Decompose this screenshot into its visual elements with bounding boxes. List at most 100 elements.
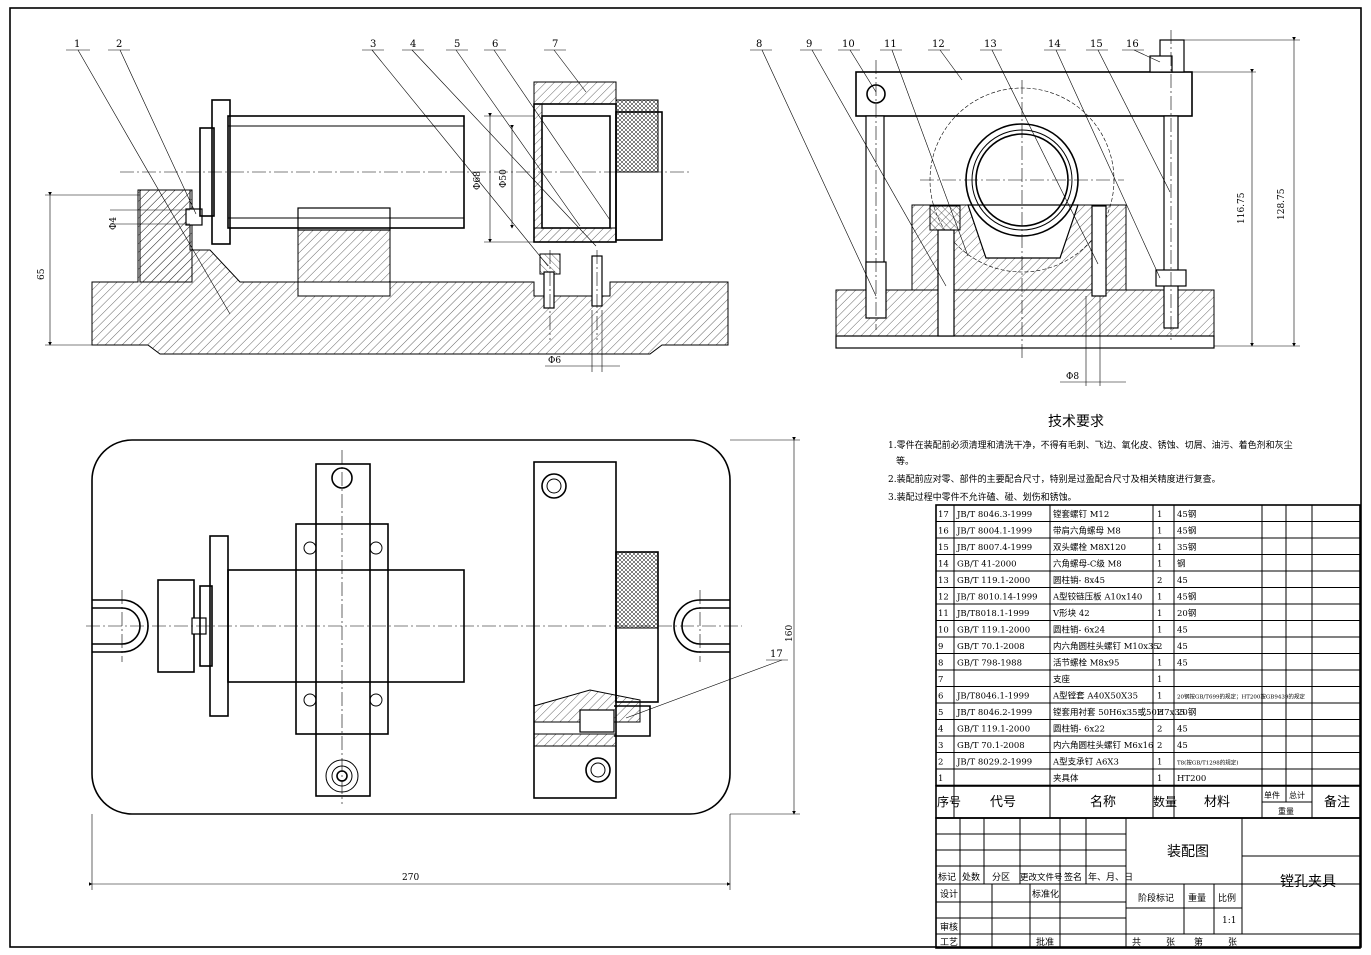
bom-cell-name: 圆柱销- 6x24: [1053, 625, 1105, 636]
tb-scale: 比例: [1218, 892, 1236, 904]
sheet-border: [9, 7, 1362, 948]
bom-cell-material: 45钢: [1177, 592, 1196, 603]
dim-65: 65: [37, 268, 47, 280]
balloon-4: 4: [410, 39, 416, 50]
bom-cell-material: 钢: [1177, 559, 1186, 570]
bom-cell-seq: 4: [938, 725, 943, 735]
balloon-8: 8: [756, 39, 762, 50]
balloon-10: 10: [842, 39, 855, 50]
bom-cell-name: 活节螺栓 M8x95: [1053, 658, 1119, 669]
bom-header-qty: 数量: [1153, 794, 1177, 809]
bom-cell-seq: 13: [938, 576, 949, 586]
balloon-12: 12: [932, 39, 945, 50]
bom-header-remark: 备注: [1324, 794, 1350, 810]
bom-cell-material: HT200: [1177, 774, 1206, 784]
bom-header-name: 名称: [1090, 794, 1116, 810]
bom-cell-name: 夹具体: [1053, 773, 1079, 784]
side-view-balloons: 8 9 10 11 12 13 14 15 16: [750, 39, 1171, 297]
bom-cell-code: GB/T 70.1-2008: [957, 642, 1025, 652]
tb-sheet: 张: [1166, 937, 1175, 948]
bom-cell-name: 六角螺母-C级 M8: [1053, 559, 1122, 570]
bom-cell-name: V形块 42: [1052, 608, 1090, 619]
tb-date: 年、月、日: [1088, 871, 1133, 883]
tb-sign: 签名: [1064, 871, 1082, 883]
bom-cell-name: 带肩六角螺母 M8: [1053, 526, 1121, 537]
balloon-14: 14: [1048, 39, 1061, 50]
balloon-1: 1: [74, 39, 80, 50]
balloon-5: 5: [454, 39, 460, 50]
balloon-16: 16: [1126, 39, 1139, 50]
tb-standard: 标准化: [1032, 888, 1059, 900]
bom-cell-seq: 8: [938, 659, 943, 669]
bom-cell-seq: 12: [938, 593, 949, 603]
bom-cell-code: GB/T 119.1-2000: [957, 626, 1030, 636]
bom-cell-code: JB/T 8046.2-1999: [956, 708, 1032, 718]
bom-cell-qty: 2: [1157, 725, 1162, 735]
bom-cell-qty: 1: [1157, 510, 1162, 520]
bom-cell-code: JB/T8018.1-1999: [956, 609, 1029, 619]
bom-cell-name: 圆柱销- 8x45: [1053, 575, 1105, 586]
bom-cell-material: 35钢: [1177, 542, 1196, 553]
tb-check: 审核: [940, 921, 958, 933]
tb-approve: 批准: [1036, 936, 1054, 948]
balloon-13: 13: [984, 39, 997, 50]
bom-header: 序号 代号 名称 数量 材料 单件 总计 重量 备注: [935, 785, 1361, 819]
bom-cell-material: 45: [1177, 725, 1188, 735]
title-block: 装配图 镗孔夹具 标记 处数 分区 更改文件号 签名 年、月、日 设计 标准化 …: [935, 817, 1361, 949]
tech-note-1b: 等。: [896, 455, 914, 467]
bom-cell-code: JB/T8046.1-1999: [956, 692, 1029, 702]
bom-cell-qty: 2: [1157, 642, 1162, 652]
tb-weight: 重量: [1188, 892, 1206, 904]
tb-mark: 标记: [938, 871, 956, 883]
drawing-name: 装配图: [1167, 844, 1209, 860]
bom-cell-name: A型铰链压板 A10x140: [1052, 592, 1142, 603]
bom-cell-name: 内六角圆柱头螺钉 M6x16: [1053, 740, 1153, 751]
front-view-balloons: 1 2 3 4 5 6 7: [66, 39, 611, 315]
bom-cell-qty: 1: [1157, 758, 1162, 768]
bom-cell-seq: 7: [938, 675, 943, 685]
bom-header-weight: 重量: [1278, 806, 1294, 816]
top-view: 270 160 17: [86, 437, 800, 890]
bom-cell-qty: 2: [1157, 708, 1162, 718]
dim-116-75: 116.75: [1237, 192, 1247, 224]
bom-cell-qty: 1: [1157, 659, 1162, 669]
tech-note-2: 2.装配前应对零、部件的主要配合尺寸，特别是过盈配合尺寸及相关精度进行复查。: [888, 473, 1221, 485]
bom-cell-seq: 10: [938, 626, 949, 636]
bom-cell-code: JB/T 8007.4-1999: [956, 543, 1032, 553]
bom-cell-code: GB/T 119.1-2000: [957, 576, 1030, 586]
bom-cell-name: 镗套螺钉 M12: [1053, 509, 1109, 520]
balloon-2: 2: [116, 39, 122, 50]
bom-cell-material: 20钢: [1177, 608, 1196, 619]
bom-header-single: 单件: [1264, 790, 1280, 800]
bom-cell-seq: 16: [938, 527, 949, 537]
bom-cell-qty: 1: [1157, 560, 1162, 570]
tb-sheet2: 张: [1228, 937, 1237, 948]
bom-cell-code: GB/T 70.1-2008: [957, 741, 1025, 751]
bom-cell-material: 45: [1177, 642, 1188, 652]
tech-note-1: 1.零件在装配前必须清理和清洗干净，不得有毛刺、飞边、氧化皮、锈蚀、切屑、油污、…: [888, 439, 1293, 451]
dim-d50: Φ50: [499, 169, 509, 188]
front-section-view: 65 Φ4 Φ68 Φ50 Φ6: [37, 81, 729, 372]
bom-cell-qty: 1: [1157, 593, 1162, 603]
bom-cell-code: GB/T 798-1988: [957, 659, 1022, 669]
bom-cell-qty: 1: [1157, 609, 1162, 619]
bom-cell-qty: 2: [1157, 741, 1162, 751]
bom-cell-seq: 11: [938, 609, 949, 619]
bom-cell-code: GB/T 41-2000: [957, 560, 1017, 570]
bom-cell-code: GB/T 119.1-2000: [957, 725, 1030, 735]
side-section-view: 128.75 116.75 Φ8: [835, 30, 1300, 386]
balloon-9: 9: [806, 39, 812, 50]
bom-cell-material: 45钢: [1177, 509, 1196, 520]
balloon-15: 15: [1090, 39, 1103, 50]
bom-cell-qty: 1: [1157, 675, 1162, 685]
bom-cell-qty: 2: [1157, 576, 1162, 586]
tech-title: 技术要求: [1048, 414, 1104, 430]
bom-cell-name: A型支承钉 A6X3: [1052, 757, 1119, 768]
bom-cell-material: 45: [1177, 576, 1188, 586]
tb-no: 第: [1194, 936, 1203, 948]
balloon-6: 6: [492, 39, 498, 50]
bom-cell-name: 镗套用衬套 50H6x35或50H7x35: [1053, 707, 1185, 718]
bom-cell-name: 圆柱销- 6x22: [1053, 724, 1105, 735]
